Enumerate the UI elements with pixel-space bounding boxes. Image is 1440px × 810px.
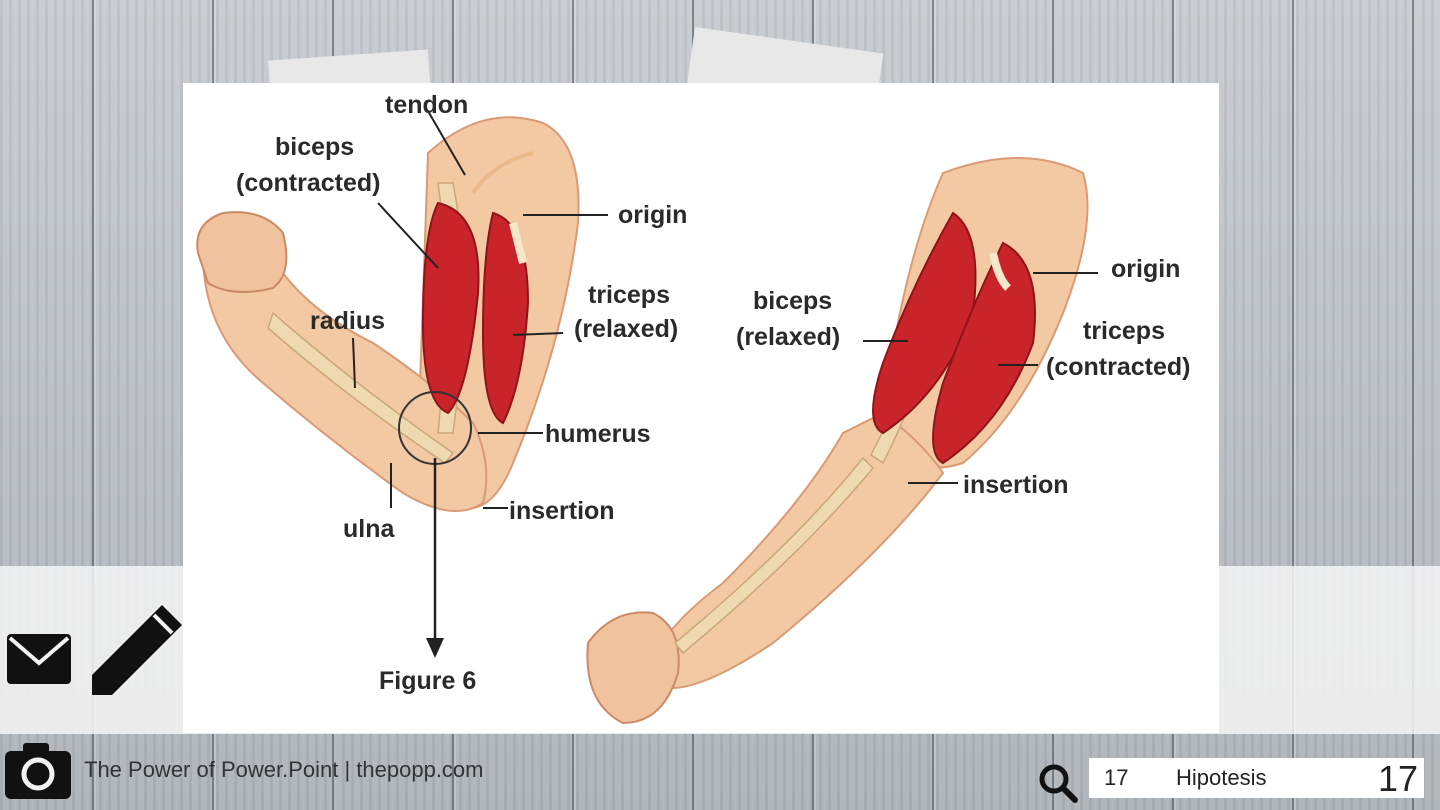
label-humerus: humerus [545, 420, 651, 448]
label-triceps-right: triceps [1083, 317, 1165, 345]
footer-title-box [1089, 758, 1424, 798]
label-insertion-left: insertion [509, 497, 615, 525]
label-relaxed-left: (relaxed) [574, 315, 678, 343]
mail-icon[interactable] [6, 633, 72, 690]
diagram-svg: tendon biceps (contracted) origin radius… [196, 91, 1190, 725]
label-origin-right: origin [1111, 255, 1180, 283]
label-origin-left: origin [618, 201, 687, 229]
arm-muscle-diagram: tendon biceps (contracted) origin radius… [183, 83, 1219, 733]
label-insertion-right: insertion [963, 471, 1069, 499]
label-relaxed-right: (relaxed) [736, 323, 840, 351]
slide-number-small: 17 [1104, 765, 1129, 790]
label-triceps-left: triceps [588, 281, 670, 309]
search-icon[interactable] [1038, 763, 1078, 808]
label-ulna: ulna [343, 515, 395, 543]
label-biceps: biceps [275, 133, 354, 161]
label-radius: radius [310, 307, 385, 335]
right-arm [586, 157, 1098, 725]
label-figure: Figure 6 [379, 667, 476, 695]
label-contracted-right: (contracted) [1046, 353, 1190, 381]
section-title: Hipotesis [1176, 765, 1267, 790]
slide-number-big: 17 [1378, 758, 1419, 799]
camera-icon[interactable] [5, 741, 71, 804]
footer-credit: The Power of Power.Point | thepopp.com [84, 757, 484, 782]
label-biceps-right: biceps [753, 287, 832, 315]
label-contracted: (contracted) [236, 169, 380, 197]
left-arm [196, 110, 608, 658]
label-tendon: tendon [385, 91, 468, 119]
pencil-icon[interactable] [88, 603, 184, 704]
